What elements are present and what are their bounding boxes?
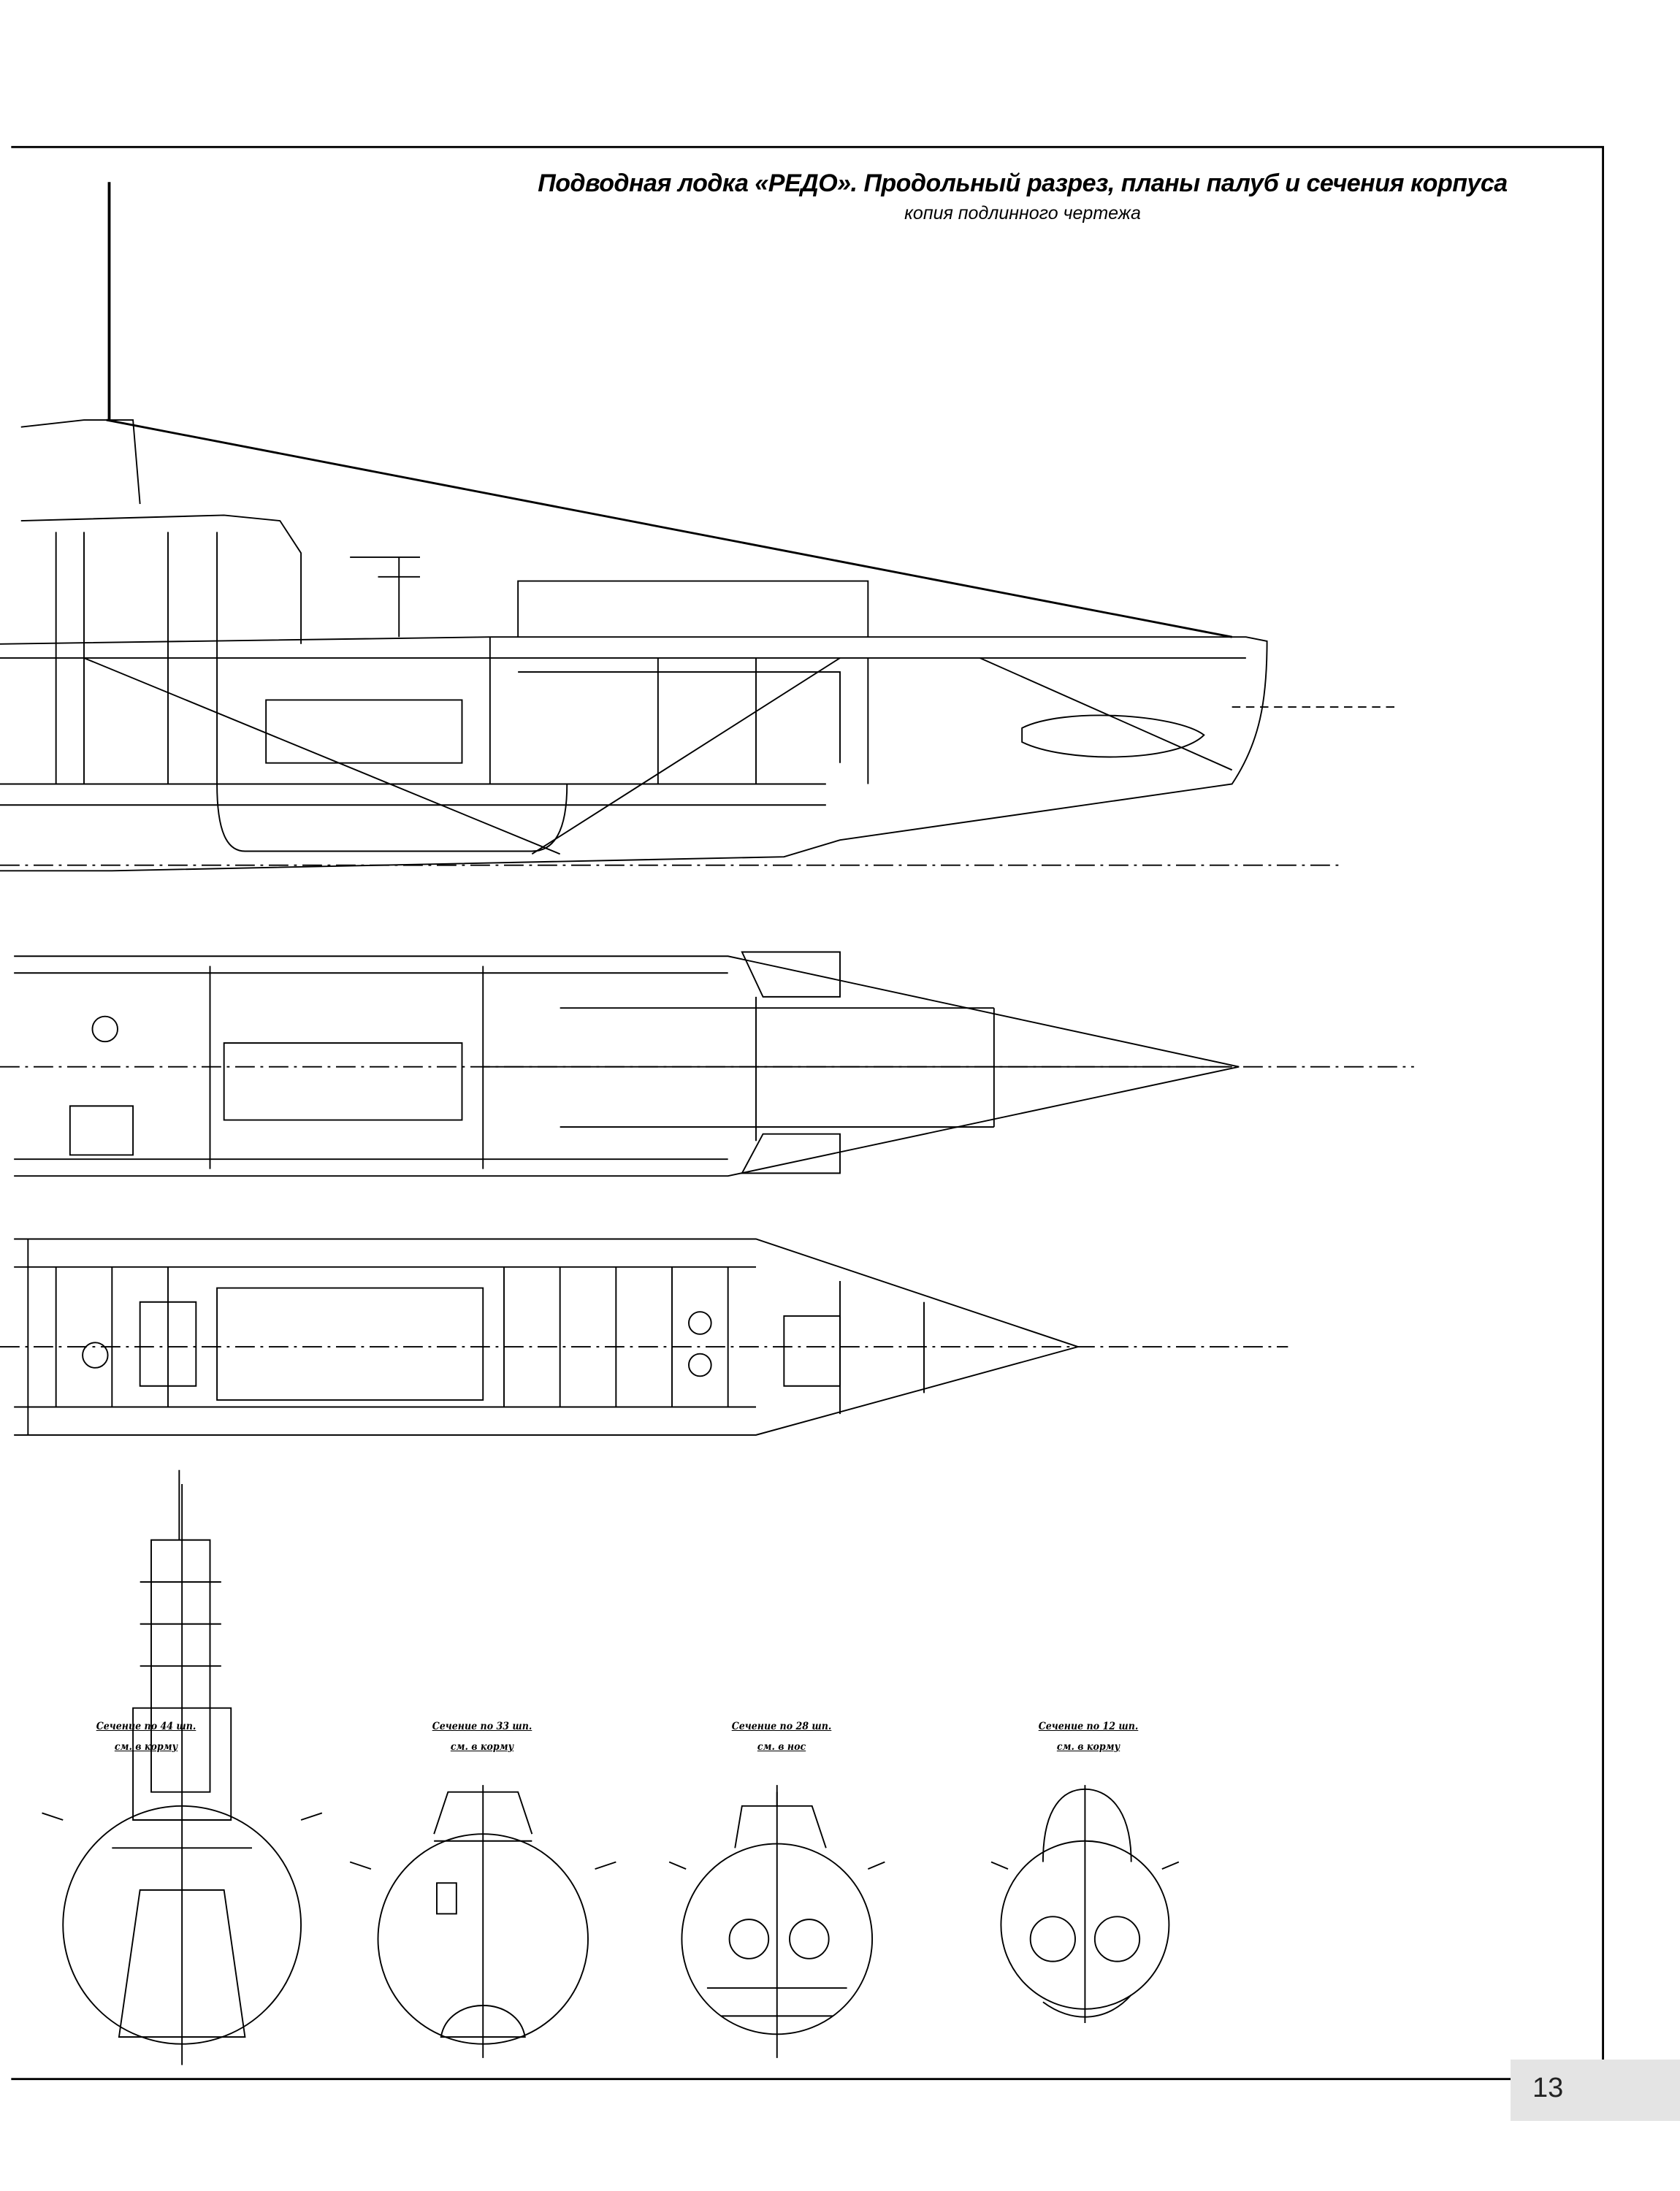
- page-title: Подводная лодка «РЕДО». Продольный разре…: [538, 169, 1508, 197]
- page-number: 13: [1532, 2073, 1564, 2103]
- cross-section-44: [42, 1469, 323, 2065]
- page-number-box: [1511, 2060, 1680, 2121]
- cross-section-33: [349, 1785, 616, 2058]
- longitudinal-section: [0, 182, 1400, 872]
- deck-plan-upper: [0, 951, 1414, 1177]
- section-label-28-line2: см. в нос: [757, 1741, 806, 1753]
- section-label-44-line1: Сечение по 44 шп.: [96, 1721, 196, 1732]
- section-label-44-line2: см. в корму: [114, 1741, 178, 1753]
- section-label-12-line2: см. в корму: [1056, 1741, 1120, 1753]
- page-subtitle: копия подлинного чертежа: [904, 203, 1141, 223]
- section-label-12-line1: Сечение по 12 шп.: [1038, 1721, 1139, 1732]
- section-label-33-line1: Сечение по 33 шп.: [432, 1721, 532, 1732]
- deck-plan-lower: [0, 1238, 1288, 1436]
- cross-section-12: [990, 1785, 1180, 2023]
- section-label-33: Сечение по 33 шп. см. в корму: [403, 1716, 561, 1757]
- section-label-28: Сечение по 28 шп. см. в нос: [703, 1716, 860, 1757]
- section-label-44: Сечение по 44 шп. см. в корму: [54, 1716, 238, 1757]
- section-label-28-line1: Сечение по 28 шп.: [731, 1721, 832, 1732]
- section-label-12: Сечение по 12 шп. см. в корму: [1009, 1716, 1167, 1757]
- section-label-33-line2: см. в корму: [450, 1741, 514, 1753]
- page-frame: [11, 145, 1605, 2081]
- cross-section-28: [668, 1785, 885, 2058]
